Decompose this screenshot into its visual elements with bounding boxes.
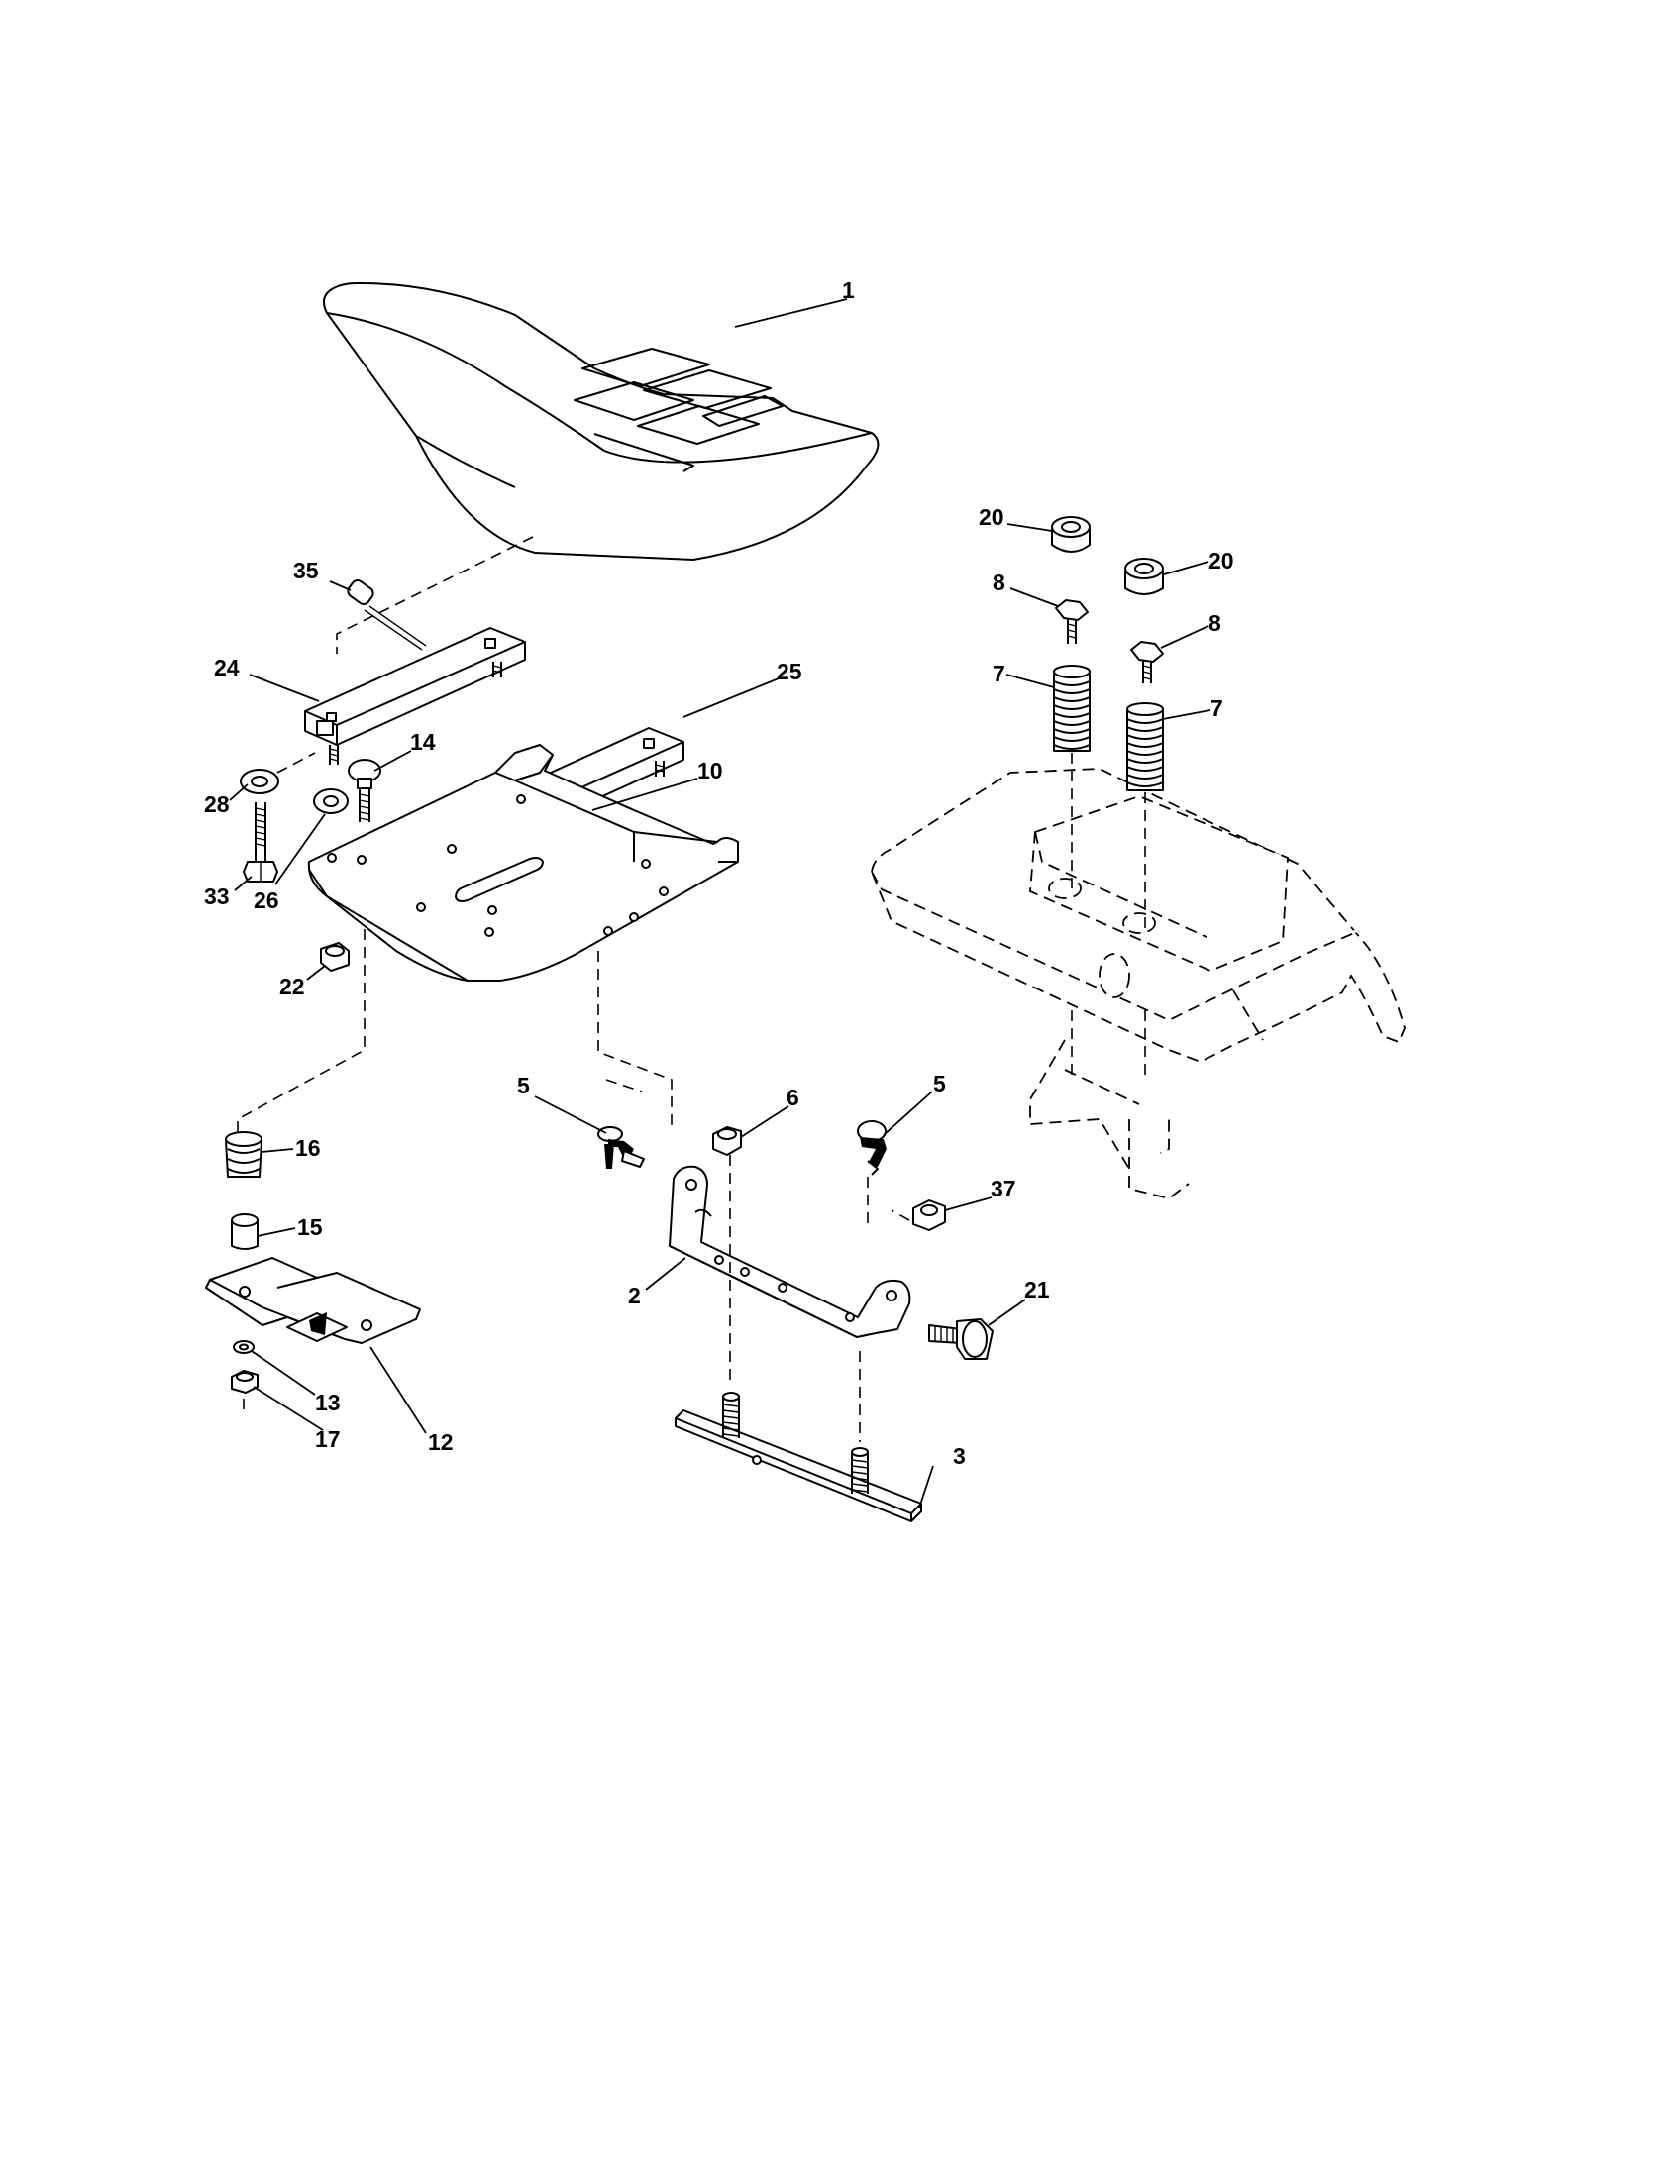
plate-stud — [722, 1392, 740, 1438]
callout-1: 1 — [842, 277, 855, 303]
callout-15: 15 — [297, 1214, 323, 1240]
callout-labels: 1 35 24 25 14 10 28 33 26 22 20 20 8 8 7… — [204, 277, 1234, 1469]
rail-stud — [492, 662, 502, 677]
washer-28 — [240, 769, 279, 794]
callout-5b: 5 — [933, 1071, 946, 1096]
spacer-20-right — [1124, 558, 1164, 595]
bushing-15 — [231, 1213, 259, 1250]
nut-22 — [320, 942, 350, 972]
callout-7a: 7 — [993, 661, 1005, 686]
callout-24: 24 — [214, 655, 240, 680]
seat-cushion — [322, 281, 880, 561]
callout-26: 26 — [254, 887, 279, 913]
washer-13 — [233, 1340, 255, 1354]
callout-25: 25 — [777, 659, 802, 684]
callout-35: 35 — [293, 558, 319, 583]
carriage-bolt-14 — [348, 759, 381, 822]
callout-21: 21 — [1024, 1277, 1050, 1302]
leader-lines — [229, 298, 1211, 1508]
callout-22: 22 — [279, 974, 305, 999]
nut-6 — [712, 1126, 742, 1156]
fender-ghost — [871, 768, 1406, 1199]
callout-16: 16 — [295, 1135, 321, 1161]
rail-stud — [655, 761, 665, 777]
clip-5-left — [597, 1126, 645, 1169]
screw-8-right — [1130, 641, 1164, 683]
bolt-21 — [928, 1318, 994, 1360]
spacer-20-left — [1051, 516, 1091, 553]
callout-17: 17 — [315, 1426, 341, 1452]
callout-20a: 20 — [979, 504, 1004, 530]
seat-pan-10 — [307, 744, 739, 982]
callout-13: 13 — [315, 1390, 341, 1415]
spring-7-left — [1053, 665, 1091, 752]
callout-20b: 20 — [1208, 548, 1234, 573]
callout-3: 3 — [953, 1443, 966, 1469]
plate-stud — [851, 1447, 869, 1494]
callout-5a: 5 — [517, 1073, 530, 1098]
bolt-33 — [243, 802, 278, 883]
callout-10: 10 — [697, 758, 723, 783]
plate-3 — [675, 1392, 922, 1522]
callout-7b: 7 — [1210, 695, 1223, 721]
pan-holes — [327, 794, 669, 937]
seat-rail-24 — [304, 627, 526, 765]
callout-8a: 8 — [993, 570, 1005, 595]
callout-28: 28 — [204, 791, 230, 817]
callout-14: 14 — [410, 729, 436, 755]
washer-26 — [313, 788, 349, 814]
callout-2: 2 — [628, 1283, 641, 1308]
spring-7-right — [1126, 702, 1164, 791]
callout-8b: 8 — [1208, 610, 1221, 636]
callout-6: 6 — [787, 1085, 799, 1110]
spring-16 — [225, 1131, 262, 1178]
bracket-2 — [669, 1165, 911, 1338]
seat-ribs — [574, 348, 784, 472]
screw-8-left — [1055, 599, 1089, 644]
pin-35 — [347, 579, 427, 651]
callout-33: 33 — [204, 884, 230, 909]
nut-17 — [231, 1370, 259, 1394]
rail-stud — [329, 745, 339, 765]
plate-12 — [205, 1257, 421, 1344]
callout-37: 37 — [991, 1176, 1016, 1201]
callout-12: 12 — [428, 1429, 454, 1455]
nut-37 — [912, 1199, 946, 1231]
clip-5-right — [857, 1120, 887, 1176]
